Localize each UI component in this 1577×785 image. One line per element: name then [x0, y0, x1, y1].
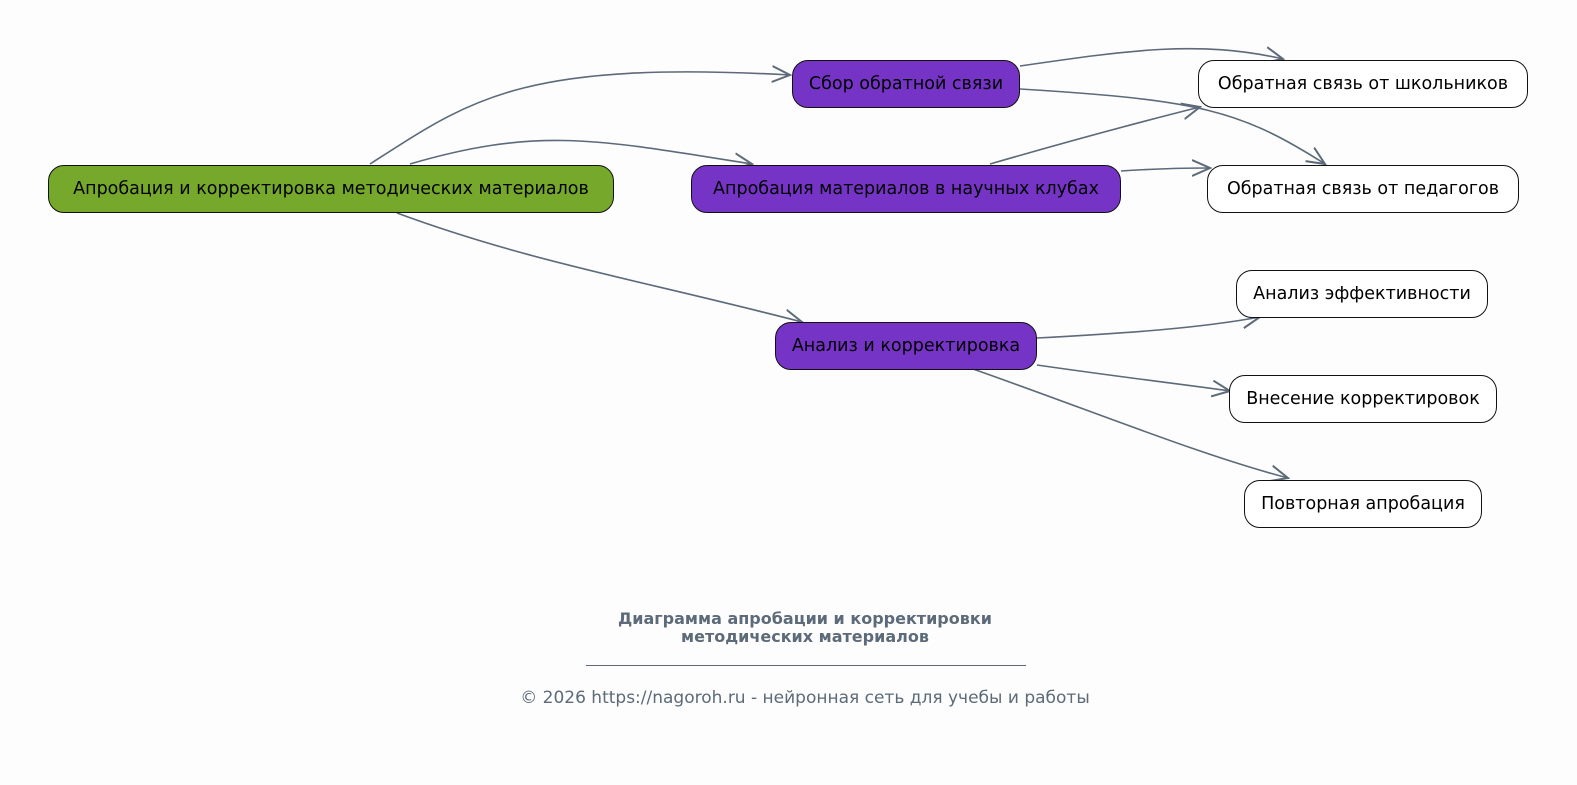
copyright-text: © 2026 https://nagoroh.ru - нейронная се…: [520, 688, 1090, 708]
edge-approbation-teachers: [1120, 168, 1210, 171]
caption-divider: [586, 665, 1026, 666]
node-repeat: Повторная апробация: [1244, 480, 1482, 528]
node-approbation: Апробация материалов в научных клубах: [691, 165, 1121, 213]
edge-feedback-teachers: [1019, 88, 1325, 164]
edge-analysis-repeat: [972, 368, 1288, 478]
caption-title-line-2: методических материалов: [681, 627, 929, 646]
edge-approbation-students: [989, 107, 1200, 165]
node-corrections: Внесение корректировок: [1229, 375, 1497, 423]
caption-title-line-1: Диаграмма апробации и корректировки: [618, 609, 992, 628]
edge-feedback-students: [1019, 49, 1283, 67]
node-root: Апробация и корректировка методических м…: [48, 165, 614, 213]
edge-analysis-corrections: [1036, 364, 1230, 391]
node-students: Обратная связь от школьников: [1198, 60, 1528, 108]
edge-analysis-effectiveness: [1036, 317, 1260, 339]
node-effectiveness: Анализ эффективности: [1236, 270, 1488, 318]
edge-root-approbation: [409, 139, 752, 164]
node-teachers: Обратная связь от педагогов: [1207, 165, 1519, 213]
node-feedback: Сбор обратной связи: [792, 60, 1020, 108]
edge-root-feedback: [369, 72, 790, 165]
node-analysis: Анализ и корректировка: [775, 322, 1037, 370]
caption-title: Диаграмма апробации и корректировки мето…: [540, 610, 1070, 646]
edge-root-analysis: [396, 212, 802, 322]
